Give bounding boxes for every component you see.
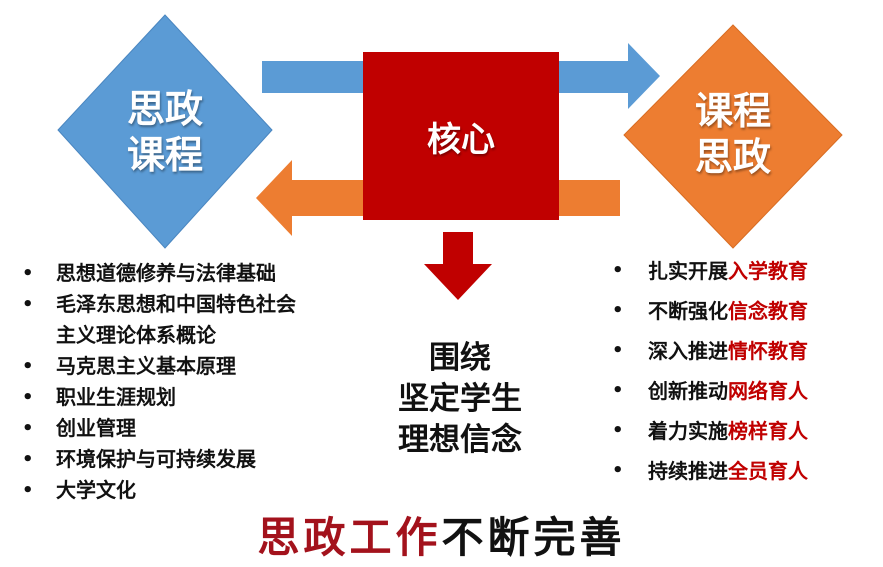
list-item: 环境保护与可持续发展 [18, 444, 358, 475]
list-item: 扎实开展入学教育 [610, 256, 880, 296]
item-highlight: 入学教育 [728, 259, 808, 283]
item-highlight: 网络育人 [728, 379, 808, 403]
list-item: 持续推进全员育人 [610, 456, 880, 496]
right-diamond-label: 课程 思政 [673, 88, 793, 180]
item-highlight: 全员育人 [728, 459, 808, 483]
list-item: 毛泽东思想和中国特色社会 [18, 289, 358, 320]
item-highlight: 榜样育人 [728, 419, 808, 443]
list-item: 深入推进情怀教育 [610, 336, 880, 376]
bottom-title-red: 思政工作 [257, 513, 442, 562]
left-diamond [57, 14, 273, 249]
item-prefix: 深入推进 [648, 339, 728, 363]
item-prefix: 扎实开展 [648, 259, 728, 283]
left-diamond-line2: 课程 [126, 133, 203, 177]
item-prefix: 创新推动 [648, 379, 728, 403]
left-diamond-label: 思政 课程 [105, 86, 225, 178]
left-diamond-line1: 思政 [126, 87, 203, 131]
goal-text: 围绕 坚定学生 理想信念 [360, 338, 560, 461]
right-diamond-line1: 课程 [694, 89, 771, 133]
item-prefix: 持续推进 [648, 459, 728, 483]
item-highlight: 信念教育 [728, 299, 808, 323]
core-label: 核心 [427, 119, 495, 160]
bottom-title-dark: 不断完善 [441, 513, 626, 562]
course-list: 思想道德修养与法律基础 毛泽东思想和中国特色社会 主义理论体系概论 马克思主义基… [18, 258, 358, 506]
list-item: 马克思主义基本原理 [18, 351, 358, 382]
list-item: 着力实施榜样育人 [610, 416, 880, 456]
education-list: 扎实开展入学教育 不断强化信念教育 深入推进情怀教育 创新推动网络育人 着力实施… [610, 256, 880, 496]
right-diamond-line2: 思政 [694, 135, 771, 179]
goal-line2: 坚定学生 [398, 381, 522, 417]
list-item-continuation: 主义理论体系概论 [56, 323, 216, 347]
item-prefix: 不断强化 [648, 299, 728, 323]
list-item: 不断强化信念教育 [610, 296, 880, 336]
item-highlight: 情怀教育 [728, 339, 808, 363]
goal-line3: 理想信念 [398, 422, 522, 458]
list-item: 思想道德修养与法律基础 [18, 258, 358, 289]
goal-line1: 围绕 [429, 340, 491, 376]
down-arrow [424, 232, 492, 300]
list-item: 创新推动网络育人 [610, 376, 880, 416]
core-box [363, 52, 559, 220]
list-item: 职业生涯规划 [18, 382, 358, 413]
item-prefix: 着力实施 [648, 419, 728, 443]
right-diamond [623, 24, 843, 249]
bottom-title: 思政工作不断完善 [0, 512, 883, 564]
list-item: 创业管理 [18, 413, 358, 444]
list-item: 大学文化 [18, 475, 358, 506]
